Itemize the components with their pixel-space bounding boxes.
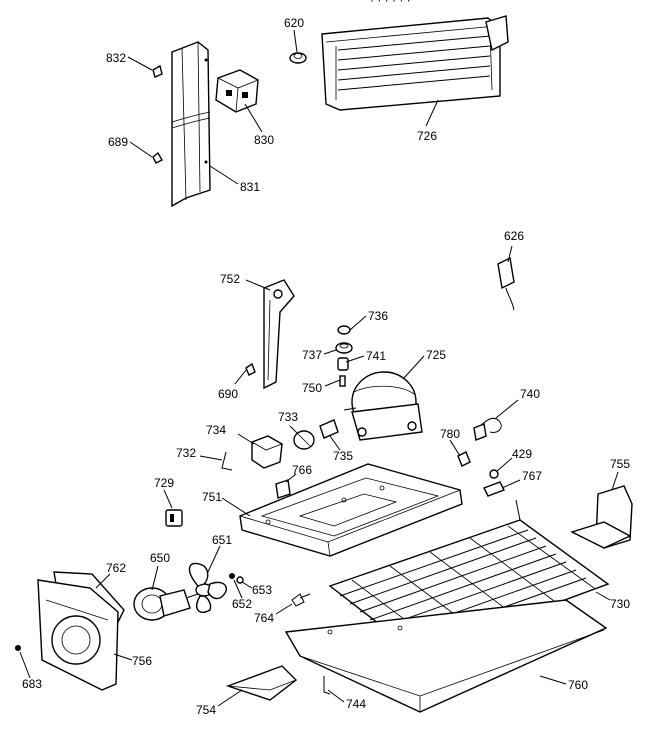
callout-733: 733 xyxy=(278,410,298,424)
callout-767: 767 xyxy=(522,469,542,483)
callout-755: 755 xyxy=(610,457,630,471)
part-737-grommet xyxy=(335,342,353,354)
part-735-protector xyxy=(319,419,339,439)
part-725-compressor xyxy=(343,371,423,441)
callout-725: 725 xyxy=(426,348,446,362)
part-736-clip xyxy=(337,325,351,335)
part-760-drain-pan xyxy=(284,599,608,713)
callout-732: 732 xyxy=(176,446,196,460)
part-650-fan-motor xyxy=(133,587,199,621)
part-734-start-relay xyxy=(251,435,283,469)
callout-429: 429 xyxy=(512,447,532,461)
callout-650: 650 xyxy=(150,551,170,565)
part-741-sleeve xyxy=(337,357,349,371)
part-689-screw xyxy=(152,151,163,164)
part-729-capacitor xyxy=(165,509,183,527)
part-830-relay xyxy=(215,69,259,113)
part-764-clip xyxy=(291,593,311,607)
part-831-channel-bracket xyxy=(171,41,211,208)
callout-735: 735 xyxy=(333,449,353,463)
callout-741: 741 xyxy=(366,349,386,363)
part-651-fan-blade xyxy=(188,562,228,614)
callout-690: 690 xyxy=(218,387,238,401)
part-683-screw xyxy=(15,645,21,651)
callout-780: 780 xyxy=(440,427,460,441)
part-740-clip xyxy=(473,417,502,441)
callout-760: 760 xyxy=(568,678,588,692)
part-766-bracket xyxy=(275,479,291,499)
part-750-stud xyxy=(339,375,346,387)
callout-830: 830 xyxy=(254,133,274,147)
part-832-screw xyxy=(152,64,163,78)
callout-752: 752 xyxy=(220,272,240,286)
callout-740: 740 xyxy=(520,387,540,401)
callout-736: 736 xyxy=(368,309,388,323)
callout-832: 832 xyxy=(106,51,126,65)
part-754-wedge xyxy=(225,665,298,701)
part-620-grommet xyxy=(289,52,307,64)
callout-626: 626 xyxy=(504,229,524,243)
callout-762: 762 xyxy=(106,561,126,575)
callout-766: 766 xyxy=(292,463,312,477)
callout-726: 726 xyxy=(417,129,437,143)
part-690-screw xyxy=(245,362,256,376)
callout-764: 764 xyxy=(254,611,274,625)
callout-620: 620 xyxy=(284,16,304,30)
part-752-bracket-strap xyxy=(263,279,295,390)
part-756-fan-shroud xyxy=(37,579,119,691)
callout-729: 729 xyxy=(154,476,174,490)
part-780-clip xyxy=(457,451,471,467)
part-626-harness xyxy=(497,256,515,311)
callout-730: 730 xyxy=(610,597,630,611)
callout-756: 756 xyxy=(132,654,152,668)
callout-754: 754 xyxy=(196,703,216,717)
callout-744: 744 xyxy=(346,697,366,711)
part-726-condenser xyxy=(321,15,509,111)
callout-652: 652 xyxy=(232,597,252,611)
part-751-base-pan xyxy=(239,463,463,557)
callout-683: 683 xyxy=(22,677,42,691)
callout-labels: 832 620 689 830 831 726 626 752 736 737 … xyxy=(22,16,630,717)
part-767-clip xyxy=(483,481,505,497)
callout-751: 751 xyxy=(202,490,222,504)
part-744-clip xyxy=(323,676,331,695)
callout-651: 651 xyxy=(212,533,232,547)
callout-734: 734 xyxy=(206,423,226,437)
part-755-bracket xyxy=(570,485,633,549)
part-652-nut xyxy=(229,573,235,579)
callout-737: 737 xyxy=(302,348,322,362)
part-733-overload xyxy=(293,430,315,450)
header-fragment: · · · · · · xyxy=(370,0,411,7)
part-732-clip xyxy=(221,451,233,471)
callout-689: 689 xyxy=(108,135,128,149)
leader-lines xyxy=(19,29,619,707)
callout-831: 831 xyxy=(240,180,260,194)
part-653-washer xyxy=(236,576,244,584)
callout-653: 653 xyxy=(252,583,272,597)
callout-750: 750 xyxy=(302,381,322,395)
